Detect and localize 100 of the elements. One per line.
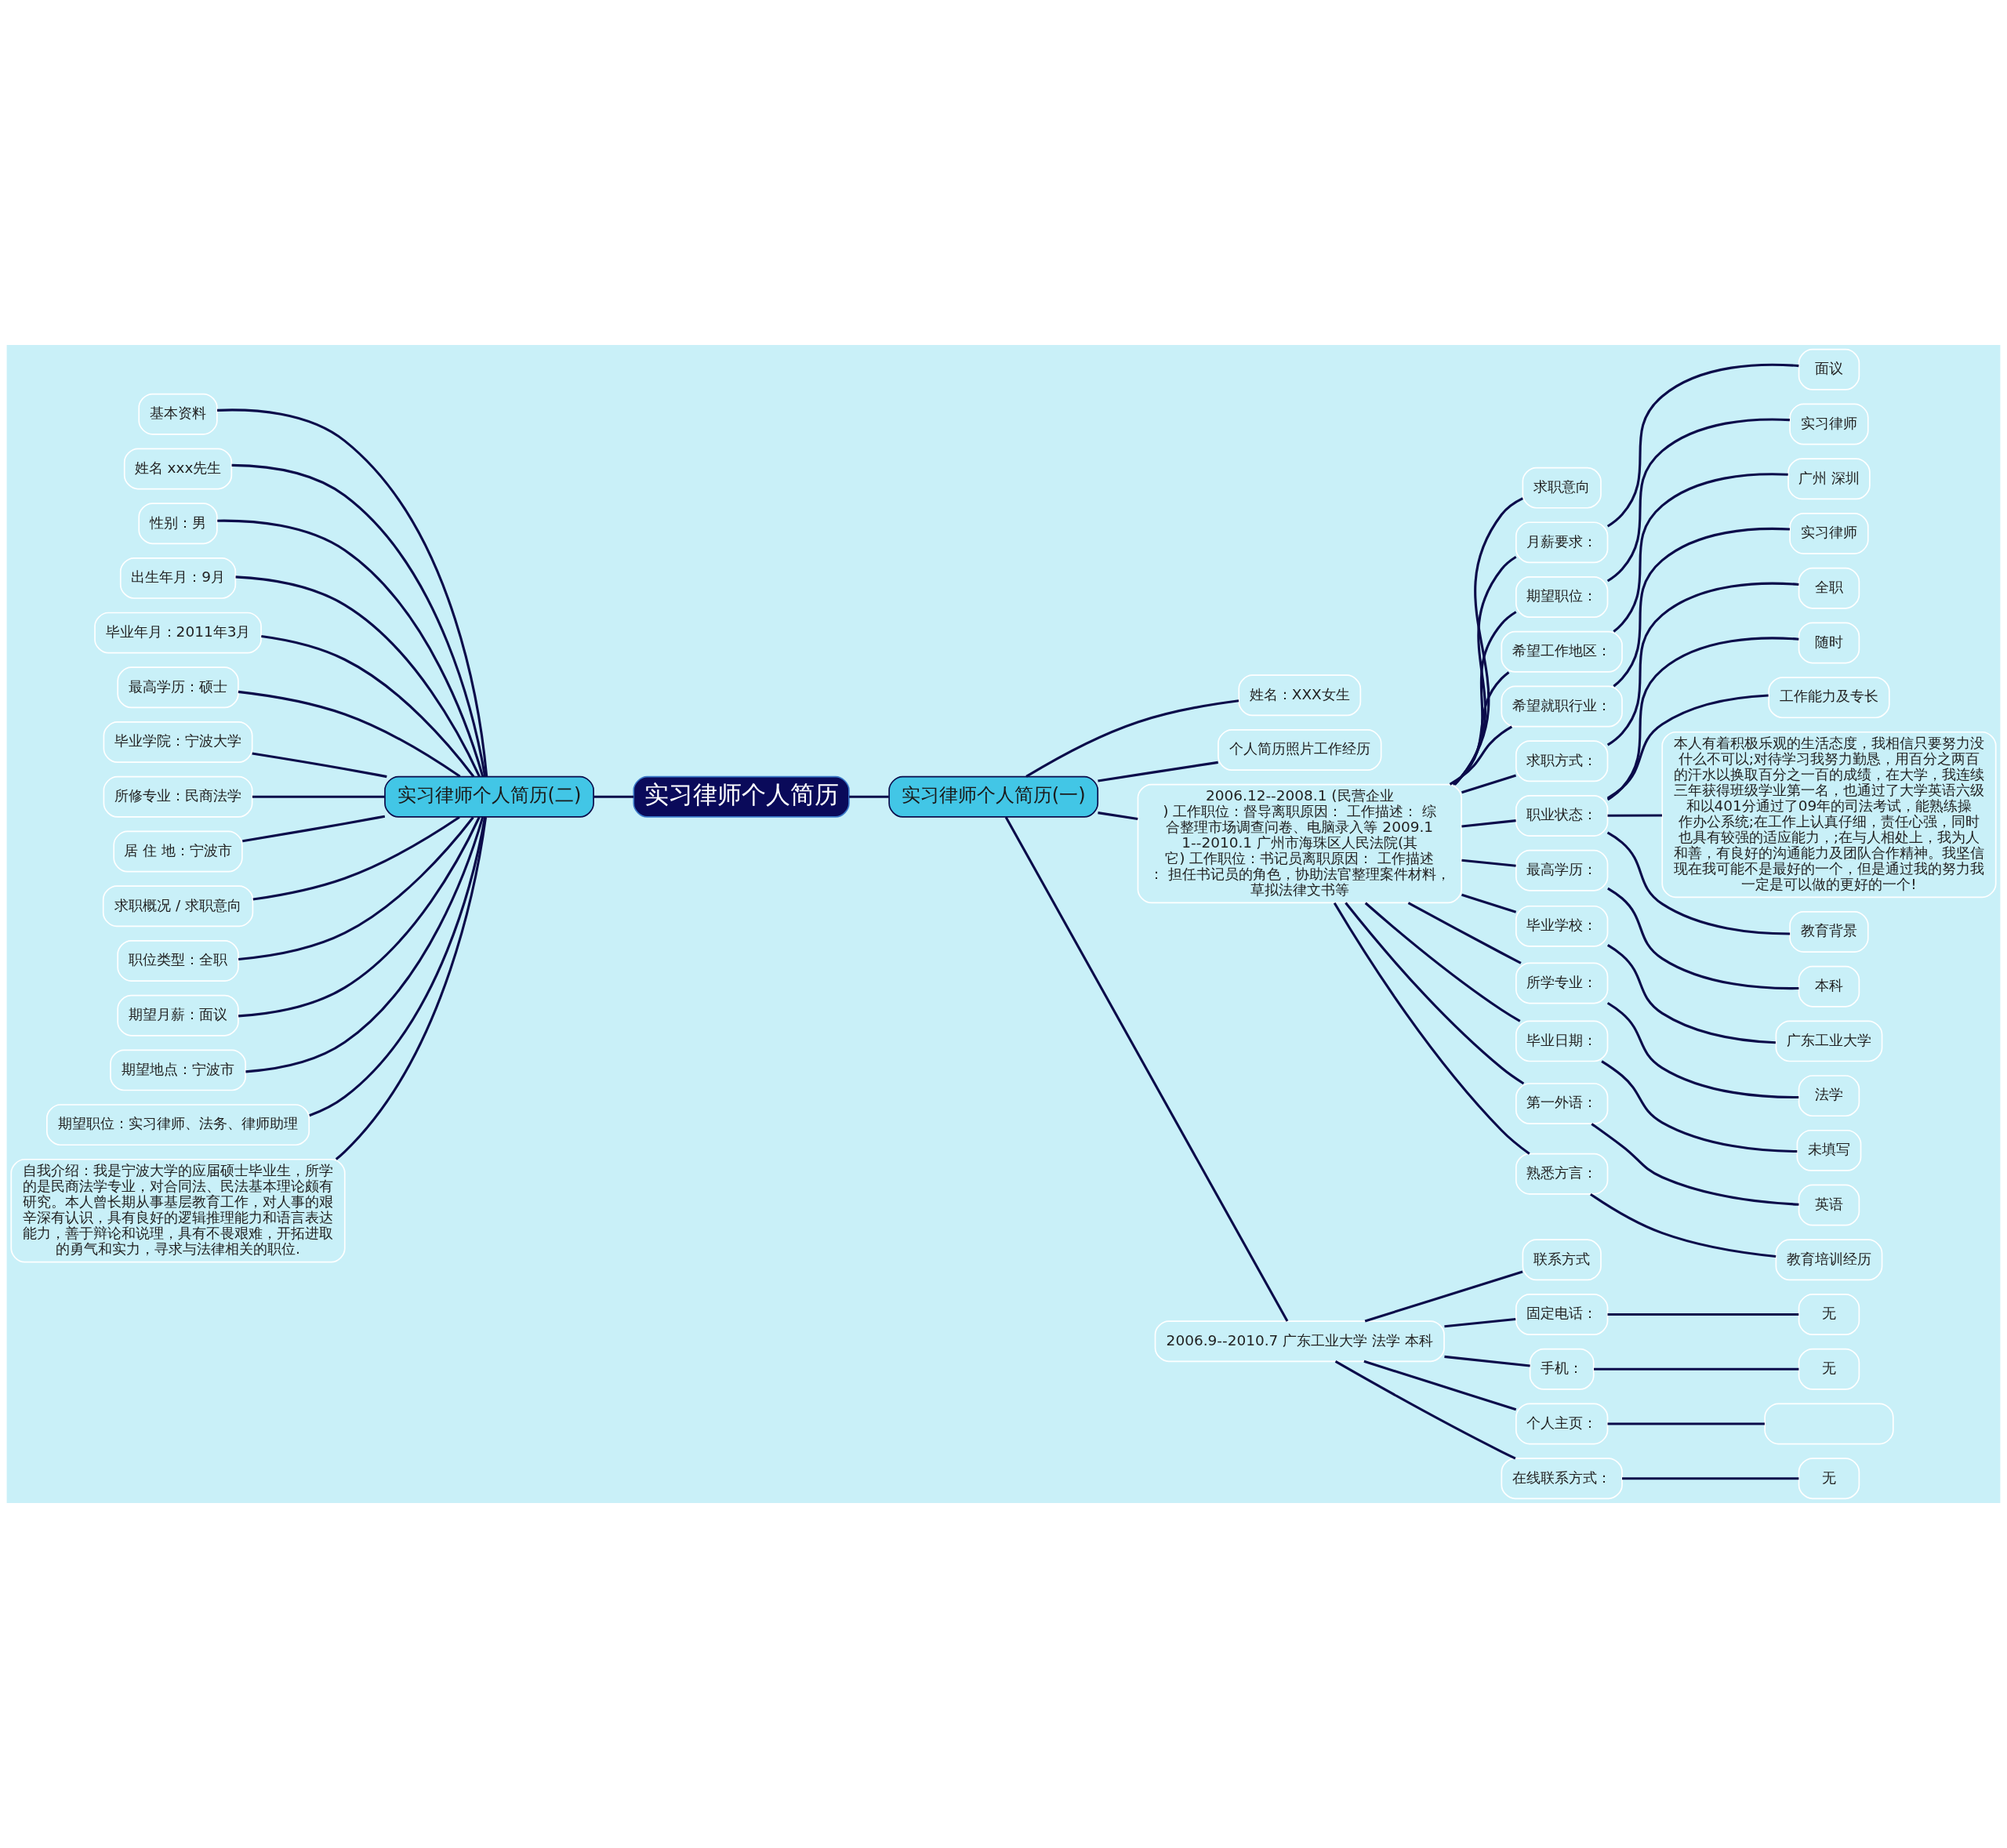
connector	[252, 795, 385, 798]
node-box: 全职	[1798, 567, 1860, 609]
node-box: 所修专业：民商法学	[103, 775, 253, 818]
connector	[1453, 611, 1517, 786]
connector	[309, 817, 487, 1117]
node-box: 月薪要求：	[1515, 521, 1609, 564]
node-box: 工作能力及专长	[1768, 677, 1890, 719]
node-box: 法学	[1798, 1075, 1860, 1117]
connector	[1444, 1317, 1516, 1328]
node-box: 毕业年月：2011年3月	[94, 612, 262, 654]
connector	[217, 519, 485, 777]
node-box: 无	[1798, 1458, 1860, 1500]
connector	[1606, 637, 1799, 801]
node-box: 个人简历照片工作经历	[1218, 729, 1382, 771]
node-box: 无	[1798, 1348, 1860, 1390]
connector	[238, 690, 461, 778]
connector	[1606, 944, 1776, 1044]
connector	[1606, 418, 1790, 583]
node-box: 求职意向	[1522, 467, 1602, 509]
node-box: 自我介绍：我是宁波大学的应届硕士毕业生，所学的是民商法学专业，对合同法、民法基本理论颇有研究。本人曾长期从事基层教育工作，对人事的艰辛深有认识，具有良好的逻辑推理能力和语言表达能力，善于辩论和说理，具有不畏艰难，开拓进取的勇气和实力，寻求与法律相关的职位.	[10, 1158, 346, 1263]
node-box: 居 住 地：宁波市	[113, 830, 243, 873]
connector	[1004, 816, 1289, 1322]
node-box: 希望就职行业：	[1501, 685, 1623, 728]
node-box: 求职方式：	[1515, 740, 1609, 782]
node-box: 实习律师个人简历(一)	[888, 775, 1099, 818]
connector	[1333, 902, 1530, 1155]
node-box: 面议	[1798, 348, 1860, 390]
node-box: 熟悉方言：	[1515, 1153, 1609, 1195]
node-box: 第一外语：	[1515, 1083, 1609, 1125]
node-box: 随时	[1798, 622, 1860, 664]
connector	[335, 817, 488, 1160]
node-box: 职位类型：全职	[117, 940, 239, 982]
connector	[1461, 774, 1517, 794]
connector	[261, 635, 475, 778]
connector	[245, 816, 485, 1073]
connector	[231, 463, 487, 777]
node-box: 教育培训经历	[1775, 1239, 1883, 1281]
connector	[242, 815, 386, 843]
node-box: 期望月薪：面议	[117, 994, 239, 1037]
node-box: 基本资料	[138, 393, 218, 435]
node-box: 无	[1798, 1294, 1860, 1335]
node-box: 实习律师个人简历	[633, 775, 850, 818]
connector	[1345, 902, 1525, 1085]
node-box: 本科	[1798, 965, 1860, 1008]
connector	[1444, 1355, 1530, 1367]
connector	[1601, 1060, 1798, 1153]
connector	[593, 795, 634, 798]
node-box: 期望职位：	[1515, 576, 1609, 619]
node-box: 姓名 xxx先生	[123, 448, 233, 490]
node-box: 实习律师	[1789, 403, 1869, 445]
connector	[1098, 761, 1218, 782]
connector	[1622, 1477, 1799, 1480]
connector	[238, 816, 474, 960]
node-box: 期望地点：宁波市	[110, 1049, 246, 1091]
node-box: 姓名：XXX女生	[1238, 674, 1362, 717]
connector	[235, 575, 481, 777]
connector	[1364, 1270, 1523, 1323]
node-box: 毕业日期：	[1515, 1020, 1609, 1062]
node-box: 求职概况 / 求职意向	[102, 885, 254, 928]
node-box: 在线联系方式：	[1501, 1458, 1623, 1500]
connector	[1606, 694, 1769, 800]
connector	[1591, 1123, 1799, 1206]
connector	[1606, 1001, 1799, 1099]
connector	[1454, 555, 1517, 786]
connector	[1364, 902, 1521, 1022]
connector	[217, 408, 488, 777]
connector	[1461, 819, 1516, 828]
node-box: 2006.12--2008.1 (民营企业) 工作职位：督导离职原因： 工作描述： 综合整理市场调查问卷、电脑录入等 2009.11--2010.1 广州市海珠区人民法院(其它) 工作职位：书记员离职原因： 工作描述： 担任书记员的角色，协助法官整理案件材料，草拟法律文书等	[1137, 783, 1462, 904]
connector	[1452, 671, 1510, 786]
connector	[1407, 902, 1522, 964]
connector	[1606, 831, 1791, 935]
connector	[1607, 814, 1662, 817]
connector	[1590, 1193, 1777, 1258]
node-box: 希望工作地区：	[1501, 630, 1623, 673]
node-box: 毕业学院：宁波大学	[103, 721, 253, 764]
node-box: 广州 深圳	[1787, 458, 1871, 500]
node-box: 期望职位：实习律师、法务、律师助理	[46, 1104, 310, 1146]
connector	[1454, 497, 1523, 786]
node-box: 广东工业大学	[1775, 1020, 1883, 1062]
connector	[1613, 473, 1788, 633]
connector	[252, 815, 460, 901]
node-box: 职业状态：	[1515, 795, 1609, 837]
connector	[1607, 1312, 1799, 1316]
connector	[238, 816, 481, 1018]
connector	[1607, 887, 1799, 990]
connector	[252, 752, 387, 779]
node-box: 实习律师个人简历(二)	[384, 775, 594, 818]
node-box: 联系方式	[1522, 1239, 1602, 1281]
node-box: 教育背景	[1789, 911, 1869, 953]
node-box: 出生年月：9月	[119, 557, 237, 599]
connector	[1363, 1360, 1517, 1411]
node-box: 实习律师	[1789, 513, 1869, 554]
node-box: 未填写	[1796, 1129, 1862, 1171]
node-box: 个人主页：	[1515, 1403, 1609, 1445]
connector	[1606, 582, 1799, 746]
node-box: 最高学历：	[1515, 849, 1609, 891]
connector	[1449, 725, 1513, 786]
node-box: 所学专业：	[1515, 962, 1609, 1004]
connector	[1606, 363, 1799, 528]
connector	[1461, 893, 1517, 913]
